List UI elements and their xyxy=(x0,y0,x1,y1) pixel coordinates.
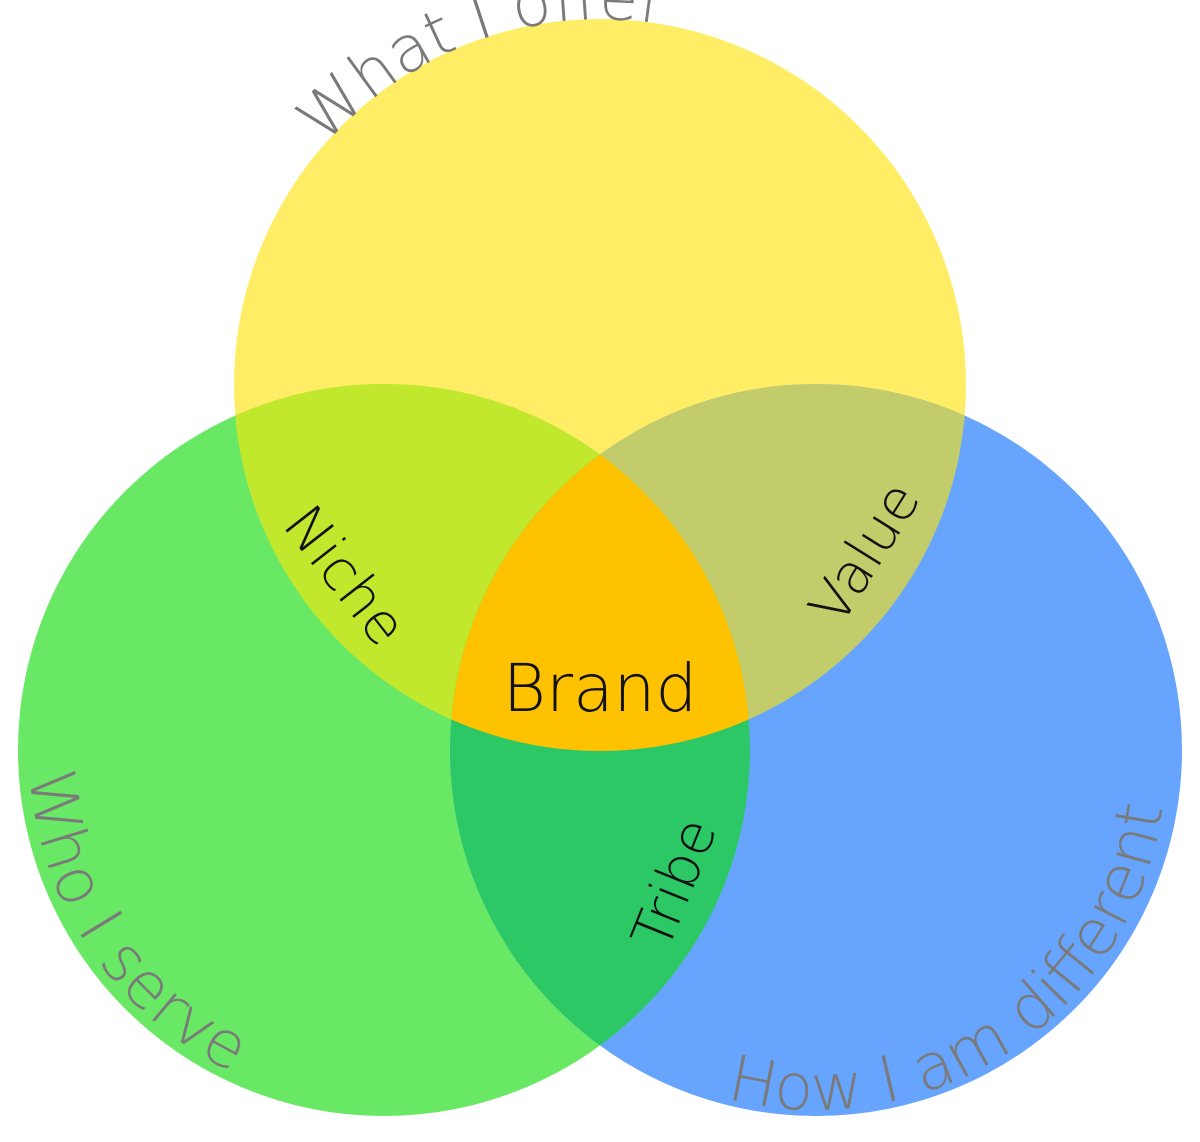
overlap-brand-center xyxy=(450,384,750,751)
label-brand: Brand xyxy=(503,650,698,727)
